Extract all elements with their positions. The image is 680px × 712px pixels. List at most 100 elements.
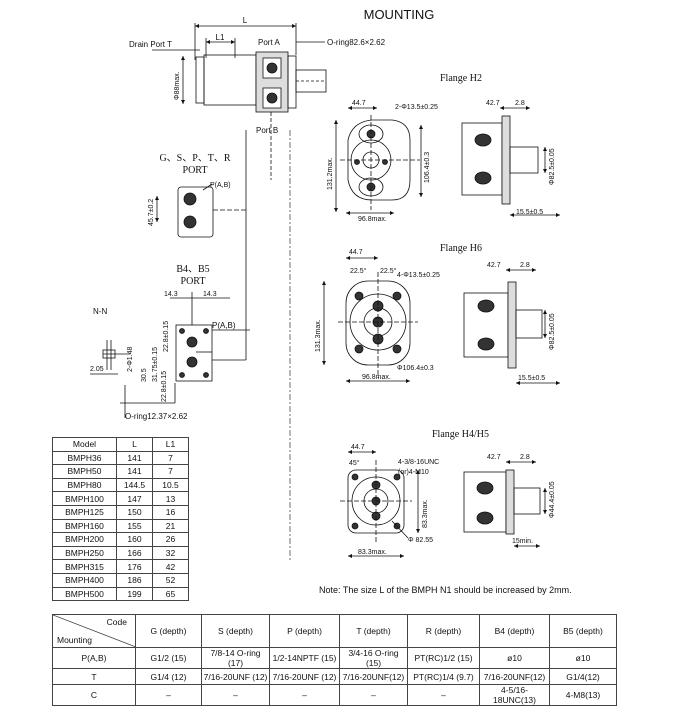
- col-header-b5: B5 (depth): [549, 614, 617, 648]
- h6-dim-44-7: 44.7: [349, 249, 363, 256]
- nn-dim-2-05: 2.05: [90, 366, 104, 373]
- drain-port-label: Drain Port T: [129, 40, 172, 49]
- h6-angle-b: 22.5°: [380, 267, 397, 275]
- model-table-header: Model L L1: [52, 437, 189, 452]
- table-cell: PT(RC)1/4 (9.7): [407, 668, 480, 685]
- table-cell: –: [201, 684, 270, 706]
- table-cell: 7/16-20UNF(12): [339, 668, 408, 685]
- corner-mounting-label: Mounting: [57, 635, 92, 645]
- h4h5-thread1: 4-3/8-16UNC: [398, 459, 439, 466]
- table-cell: 147: [116, 491, 153, 506]
- table-cell: 7/16-20UNF (12): [201, 668, 270, 685]
- table-cell: ø10: [479, 647, 550, 669]
- table-cell: –: [339, 684, 408, 706]
- table-cell: 32: [152, 545, 189, 561]
- col-header-l: L: [116, 437, 153, 452]
- h4h5-dim-44-7: 44.7: [351, 444, 365, 451]
- table-cell: 52: [152, 572, 189, 588]
- b4b5-dim-14-3b: 14.3: [203, 291, 217, 298]
- table-cell: 141: [116, 450, 153, 466]
- table-cell: ø10: [549, 647, 617, 669]
- port-b-label: Port B: [256, 126, 278, 135]
- table-cell: PT(RC)1/2 (15): [407, 647, 480, 669]
- table-cell: 16: [152, 504, 189, 520]
- flange-h4h5-side-view: [463, 460, 547, 548]
- table-cell: 7: [152, 464, 189, 479]
- table-cell: 7/16-20UNF(12): [479, 668, 550, 685]
- table-cell: 186: [116, 572, 153, 588]
- gsptr-pab-label: P(A,B): [210, 182, 231, 189]
- table-cell: 160: [116, 532, 153, 547]
- h4h5-angle: 45°: [349, 459, 360, 467]
- flange-h2-side-view: [461, 106, 560, 217]
- gsptr-title-2: PORT: [183, 165, 208, 176]
- row-header-cell: C: [52, 684, 136, 706]
- h4h5-dim-83-3v: 83.3max.: [422, 499, 429, 528]
- table-cell: 7/16-20UNF (12): [269, 668, 340, 685]
- b4b5-pab-label: P(A,B): [212, 321, 236, 330]
- h2-dim-44-7: 44.7: [352, 100, 366, 107]
- table-cell: 1/2-14NPTF (15): [269, 647, 340, 669]
- motor-side-view: [152, 23, 327, 560]
- h4h5-dim-15min: 15min.: [512, 538, 533, 545]
- table-cell: BMPH500: [52, 586, 117, 602]
- h4h5-dim-44-4: Φ44.4±0.05: [549, 481, 556, 518]
- table-cell: 10.5: [152, 477, 189, 493]
- nn-title: N-N: [93, 307, 107, 316]
- table-cell: BMPH125: [52, 504, 117, 520]
- flange-h6-front-view: [322, 256, 418, 383]
- port-thread-table: Code Mounting G (depth) S (depth) P (dep…: [52, 614, 617, 706]
- b4b5-dim-22-8-top: 22.8±0.15: [163, 321, 170, 352]
- table-cell: 199: [116, 586, 153, 602]
- h4h5-dim-2-8: 2.8: [520, 454, 530, 461]
- table-cell: 42: [152, 559, 189, 574]
- dim-L1-label: L1: [216, 33, 225, 42]
- h2-dim-106-4: 106.4±0.3: [424, 152, 431, 183]
- b4b5-title-1: B4、B5: [176, 264, 209, 275]
- table-cell: BMPH36: [52, 450, 117, 466]
- table-cell: 150: [116, 504, 153, 520]
- col-header-t: T (depth): [339, 614, 408, 648]
- table-cell: G1/2 (15): [135, 647, 202, 669]
- table-row: P(A,B)G1/2 (15)7/8-14 O-ring (17)1/2-14N…: [52, 647, 617, 669]
- h2-dim-15-5: 15.5±0.5: [516, 209, 543, 216]
- table-cell: 7/8-14 O-ring (17): [201, 647, 270, 669]
- flange-h4h5-front-view: [340, 450, 420, 558]
- h2-holes: 2-Φ13.5±0.25: [395, 104, 438, 111]
- flange-h2-front-view: [334, 106, 423, 215]
- table-row: C–––––4-5/16-18UNC(13)4-M8(13): [52, 684, 617, 706]
- flange-h6-side-view: [463, 268, 560, 385]
- col-header-model: Model: [52, 437, 117, 452]
- gsptr-title-1: G、S、P、T、R: [159, 153, 230, 164]
- b4b5-dim-30-5: 30.5: [141, 368, 148, 382]
- table-cell: BMPH80: [52, 477, 117, 493]
- b4b5-dim-31-75: 31.75±0.15: [152, 347, 159, 382]
- h6-holes: 4-Φ13.5±0.25: [397, 272, 440, 279]
- table-cell: G1/4 (12): [135, 668, 202, 685]
- b4b5-dim-22-8-bot: 22.8±0.15: [161, 371, 168, 402]
- table-cell: 4-5/16-18UNC(13): [479, 684, 550, 706]
- h6-dim-2-8: 2.8: [520, 262, 530, 269]
- h6-dim-96-8: 96.8max.: [362, 374, 391, 381]
- table-cell: 141: [116, 464, 153, 479]
- port-a-label: Port A: [258, 38, 280, 47]
- table-cell: 155: [116, 518, 153, 534]
- table-cell: 144.5: [116, 477, 153, 493]
- h2-dim-131-2: 131.2max.: [327, 157, 334, 190]
- table-cell: BMPH50: [52, 464, 117, 479]
- gsptr-port-view: [155, 183, 248, 238]
- table-cell: –: [135, 684, 202, 706]
- flange-h2-title: Flange H2: [440, 73, 482, 84]
- h6-dim-15-5: 15.5±0.5: [518, 375, 545, 382]
- h4h5-dim-83-3h: 83.3max.: [358, 549, 387, 556]
